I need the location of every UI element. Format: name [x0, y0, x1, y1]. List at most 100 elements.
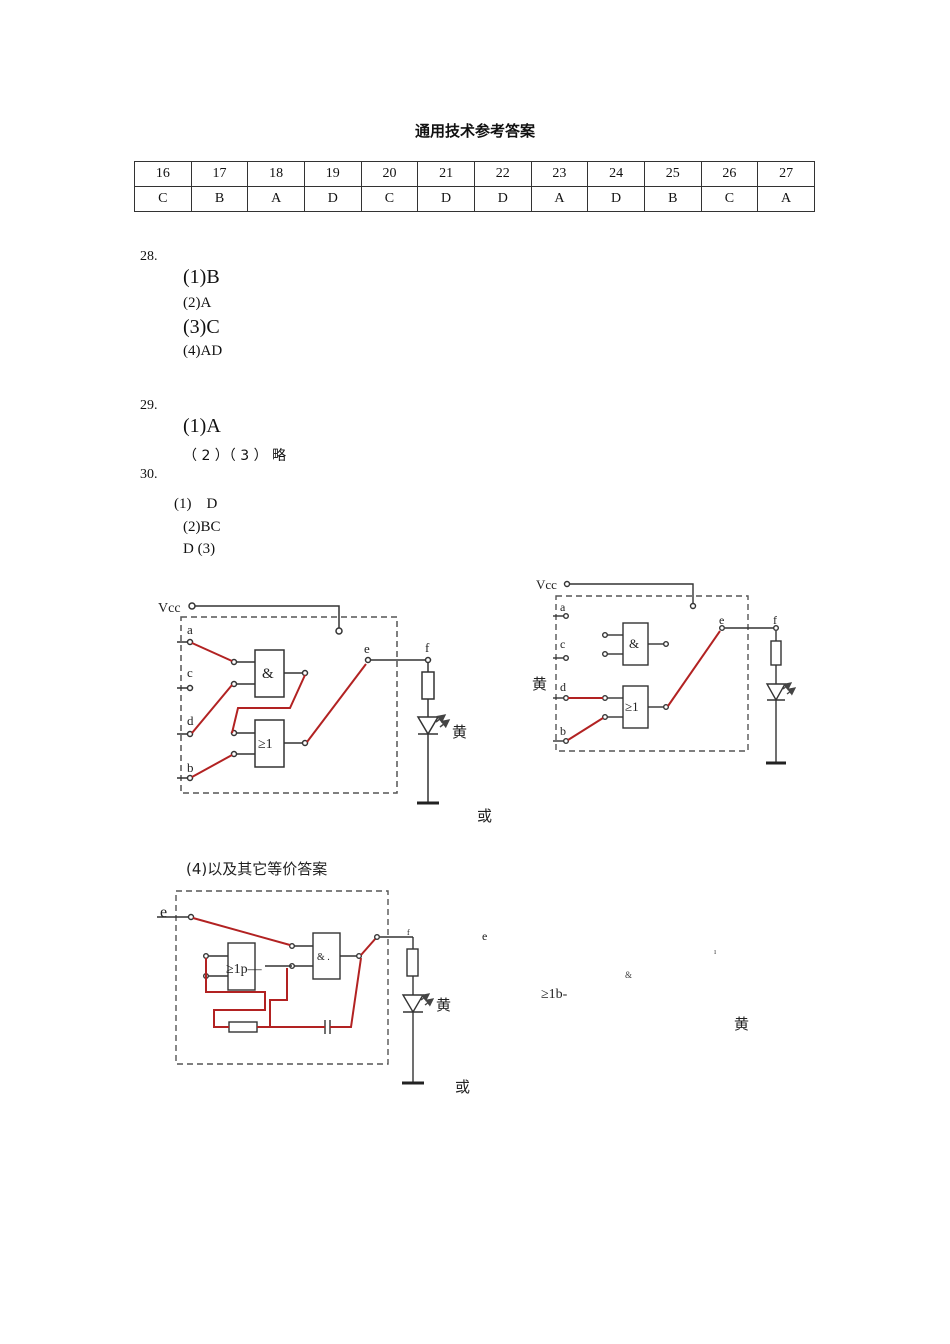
or-gate — [254, 719, 285, 768]
answer-cell: D — [473, 186, 532, 212]
dashed-box — [555, 595, 749, 752]
red-wiring — [567, 630, 721, 741]
led-icon — [401, 994, 425, 1014]
question-number: 17 — [190, 161, 249, 187]
terminal-dot — [186, 774, 194, 782]
and-gate-label: & — [262, 666, 274, 682]
answer-table: 16 17 18 19 20 21 22 23 24 25 26 27 C B … — [134, 161, 815, 212]
resistor — [770, 640, 782, 666]
q30-answer-2: (2)BC — [183, 519, 221, 535]
terminal-dot — [563, 695, 570, 702]
and-gate — [312, 932, 341, 980]
terminal-dot — [563, 613, 570, 620]
vcc-label: Vcc — [158, 601, 181, 616]
fragment-gate: ≥1b- — [541, 987, 568, 1002]
question-number: 26 — [700, 161, 759, 187]
input-a-label: a — [187, 622, 193, 637]
answer-cell: A — [757, 186, 815, 212]
output-e-label: e — [364, 641, 370, 656]
terminal-dot — [773, 625, 780, 632]
led-color-label: 黄 — [452, 723, 467, 741]
fragment-amp: & — [625, 970, 632, 980]
q28-number: 28. — [140, 249, 158, 264]
circuit-diagram-3: e & . ≥1p— f — [157, 890, 451, 1085]
output-f-label: f — [773, 613, 777, 627]
vcc-wire — [195, 605, 340, 628]
question-number: 18 — [247, 161, 305, 187]
terminal-dot — [663, 641, 670, 648]
circuit-diagram-2: Vcc a c d b & ≥1 — [532, 577, 797, 765]
answer-cell: C — [360, 186, 419, 212]
answer-cell: C — [700, 186, 759, 212]
answer-cell: D — [417, 186, 475, 212]
answer-cell: A — [530, 186, 589, 212]
input-c-label: c — [187, 665, 193, 680]
page-title: 通用技术参考答案 — [414, 122, 535, 140]
or-text: 或 — [477, 807, 492, 825]
resistor — [228, 1021, 258, 1033]
q28-answer-4: (4)AD — [183, 343, 223, 359]
resistor — [406, 948, 419, 977]
faded-diagram-fragments: e ı & ≥1b- 黄 — [482, 929, 749, 1033]
circuit-diagram-1: Vcc a c d b & ≥1 — [158, 601, 467, 805]
terminal-dot — [689, 602, 697, 610]
question-number: 19 — [303, 161, 362, 187]
red-wiring — [191, 642, 367, 778]
terminal-dot — [364, 656, 372, 664]
q30-answer-3: D (3) — [183, 541, 216, 557]
question-number: 25 — [643, 161, 702, 187]
terminal-dot — [230, 680, 238, 688]
terminal-dot — [186, 684, 194, 692]
terminal-dot — [188, 602, 196, 610]
input-e-label: e — [160, 904, 167, 921]
fragment-tick: ı — [714, 947, 717, 956]
terminal-dot — [186, 730, 194, 738]
dashed-box — [180, 616, 398, 794]
fragment-e: e — [482, 929, 487, 943]
output-f-label: f — [407, 928, 410, 937]
answer-cell: B — [190, 186, 249, 212]
resistor — [421, 671, 435, 700]
or-gate-label: ≥1p— — [226, 962, 263, 977]
question-number: 22 — [473, 161, 532, 187]
and-gate-label: & — [629, 636, 639, 651]
terminal-dot — [301, 669, 309, 677]
terminal-dot — [563, 580, 571, 588]
terminal-dot — [186, 638, 194, 646]
terminal-dot — [602, 651, 609, 658]
or-text: 或 — [455, 1078, 470, 1096]
terminal-dot — [289, 943, 296, 950]
input-c-label: c — [560, 637, 565, 651]
answer-cell: C — [134, 186, 192, 212]
input-b-label: b — [560, 724, 566, 738]
red-wiring — [192, 917, 377, 1028]
table-row-answers: C B A D C D D A D B C A — [134, 186, 815, 212]
answer-cell: B — [643, 186, 702, 212]
or-gate — [622, 685, 649, 729]
vcc-label: Vcc — [536, 577, 557, 592]
output-e-label: e — [719, 613, 724, 627]
q4-label: (4)以及其它等价答案 — [186, 860, 327, 878]
or-gate-label: ≥1 — [625, 699, 639, 714]
q28-answer-1: (1)B — [183, 266, 220, 288]
and-gate-label: & . — [317, 952, 330, 963]
fragment-led: 黄 — [734, 1015, 749, 1033]
input-d-label: d — [187, 713, 194, 728]
terminal-dot — [563, 655, 570, 662]
question-number: 16 — [134, 161, 192, 187]
terminal-dot — [602, 714, 609, 721]
answer-cell: D — [587, 186, 645, 212]
q29-answer-1: (1)A — [183, 415, 221, 437]
question-number: 23 — [530, 161, 589, 187]
terminal-dot — [356, 953, 363, 960]
terminal-dot — [374, 934, 381, 941]
terminal-dot — [202, 953, 209, 960]
terminal-dot — [335, 627, 343, 635]
terminal-dot — [301, 739, 309, 747]
terminal-dot — [230, 750, 238, 758]
q30-number: 30. — [140, 467, 158, 482]
q30-answer-1: (1) D — [174, 496, 218, 512]
output-f-label: f — [425, 640, 430, 655]
or-gate — [227, 942, 256, 991]
